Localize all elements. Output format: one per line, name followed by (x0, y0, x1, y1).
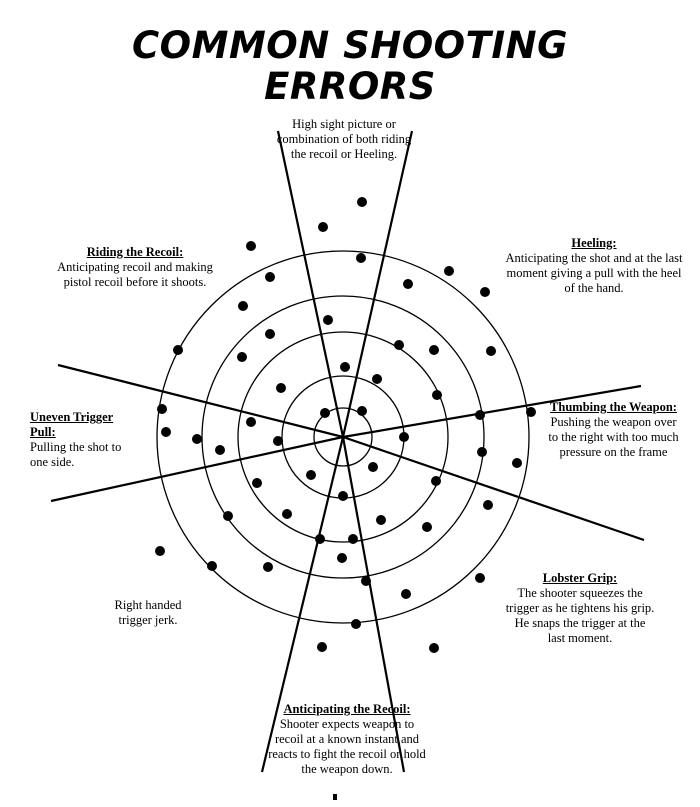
shot-hole (246, 241, 256, 251)
shot-hole (252, 478, 262, 488)
shot-hole (403, 279, 413, 289)
shot-hole (315, 534, 325, 544)
note-thumbing: Thumbing the Weapon: Pushing the weapon … (546, 400, 681, 460)
shot-hole (431, 476, 441, 486)
shot-hole (422, 522, 432, 532)
shot-hole (348, 534, 358, 544)
shot-hole (155, 546, 165, 556)
shot-hole (368, 462, 378, 472)
shot-hole (237, 352, 247, 362)
note-lobster: Lobster Grip: The shooter squeezes the t… (505, 571, 655, 646)
shot-hole (246, 417, 256, 427)
page-mark (333, 794, 337, 800)
shot-hole (338, 491, 348, 501)
shot-hole (394, 340, 404, 350)
shot-hole (361, 576, 371, 586)
sector-line-right-upper (342, 384, 642, 439)
note-thumbing-body: Pushing the weapon over to the right wit… (548, 415, 679, 459)
shot-hole (526, 407, 536, 417)
note-heeling-heading: Heeling: (571, 236, 617, 250)
shot-hole (357, 197, 367, 207)
target-ring-bull (313, 407, 373, 467)
sector-line-left-lower (50, 435, 344, 503)
note-riding-body: Anticipating recoil and making pistol re… (57, 260, 213, 289)
target-ring-3 (237, 331, 449, 543)
shot-hole (263, 562, 273, 572)
note-anticipating-body: Shooter expects weapon to recoil at a kn… (268, 717, 426, 776)
shot-hole (317, 642, 327, 652)
title-line-1: COMMON SHOOTING (132, 24, 568, 67)
shot-hole (265, 329, 275, 339)
target-ring-outer (156, 250, 530, 624)
shot-hole (376, 515, 386, 525)
shot-hole (475, 410, 485, 420)
shot-hole (173, 345, 183, 355)
note-trigger-jerk: Right handed trigger jerk. (108, 598, 188, 628)
shot-holes (155, 197, 536, 653)
shot-hole (399, 432, 409, 442)
shot-hole (161, 427, 171, 437)
shot-hole (320, 408, 330, 418)
shot-hole (276, 383, 286, 393)
note-lobster-body: The shooter squeezes the trigger as he t… (505, 586, 655, 645)
shot-hole (483, 500, 493, 510)
shot-hole (372, 374, 382, 384)
note-top: High sight picture or combination of bot… (269, 117, 419, 162)
shot-hole (238, 301, 248, 311)
shot-hole (215, 445, 225, 455)
sector-line-right-lower (342, 435, 645, 542)
note-uneven-body: Pulling the shot to one side. (30, 440, 122, 469)
shot-hole (444, 266, 454, 276)
shot-hole (486, 346, 496, 356)
shot-hole (273, 436, 283, 446)
note-heeling: Heeling: Anticipating the shot and at th… (505, 236, 683, 296)
shot-hole (480, 287, 490, 297)
shot-hole (401, 589, 411, 599)
shot-hole (512, 458, 522, 468)
shot-hole (306, 470, 316, 480)
sector-lines (50, 130, 645, 773)
sector-line-top-right (341, 130, 414, 438)
shot-hole (356, 253, 366, 263)
note-riding: Riding the Recoil: Anticipating recoil a… (45, 245, 225, 290)
note-uneven-heading: Uneven Trigger Pull: (30, 410, 114, 439)
target-ring-4 (201, 295, 485, 579)
sector-line-left-upper (57, 363, 344, 439)
shot-hole (223, 511, 233, 521)
sector-line-bottom-right (341, 436, 406, 773)
shot-hole (429, 643, 439, 653)
note-heeling-body: Anticipating the shot and at the last mo… (505, 251, 683, 295)
note-anticipating: Anticipating the Recoil: Shooter expects… (267, 702, 427, 777)
sector-line-top-left (276, 130, 345, 438)
shot-hole (337, 553, 347, 563)
shot-hole (340, 362, 350, 372)
shot-hole (192, 434, 202, 444)
note-uneven: Uneven Trigger Pull: Pulling the shot to… (30, 410, 130, 470)
shot-hole (477, 447, 487, 457)
title-line-2: ERRORS (264, 65, 436, 108)
shot-hole (432, 390, 442, 400)
shot-hole (318, 222, 328, 232)
note-thumbing-heading: Thumbing the Weapon: (550, 400, 677, 414)
note-trigger-jerk-body: Right handed trigger jerk. (114, 598, 182, 627)
shot-hole (323, 315, 333, 325)
shot-hole (265, 272, 275, 282)
shot-hole (351, 619, 361, 629)
note-riding-heading: Riding the Recoil: (86, 245, 184, 259)
shot-hole (429, 345, 439, 355)
shot-hole (475, 573, 485, 583)
sector-line-bottom-left (260, 436, 345, 773)
shot-hole (157, 404, 167, 414)
note-lobster-heading: Lobster Grip: (542, 571, 618, 585)
shot-hole (282, 509, 292, 519)
shot-hole (207, 561, 217, 571)
note-anticipating-heading: Anticipating the Recoil: (283, 702, 411, 716)
note-top-body: High sight picture or combination of bot… (276, 117, 412, 161)
shot-hole (357, 406, 367, 416)
